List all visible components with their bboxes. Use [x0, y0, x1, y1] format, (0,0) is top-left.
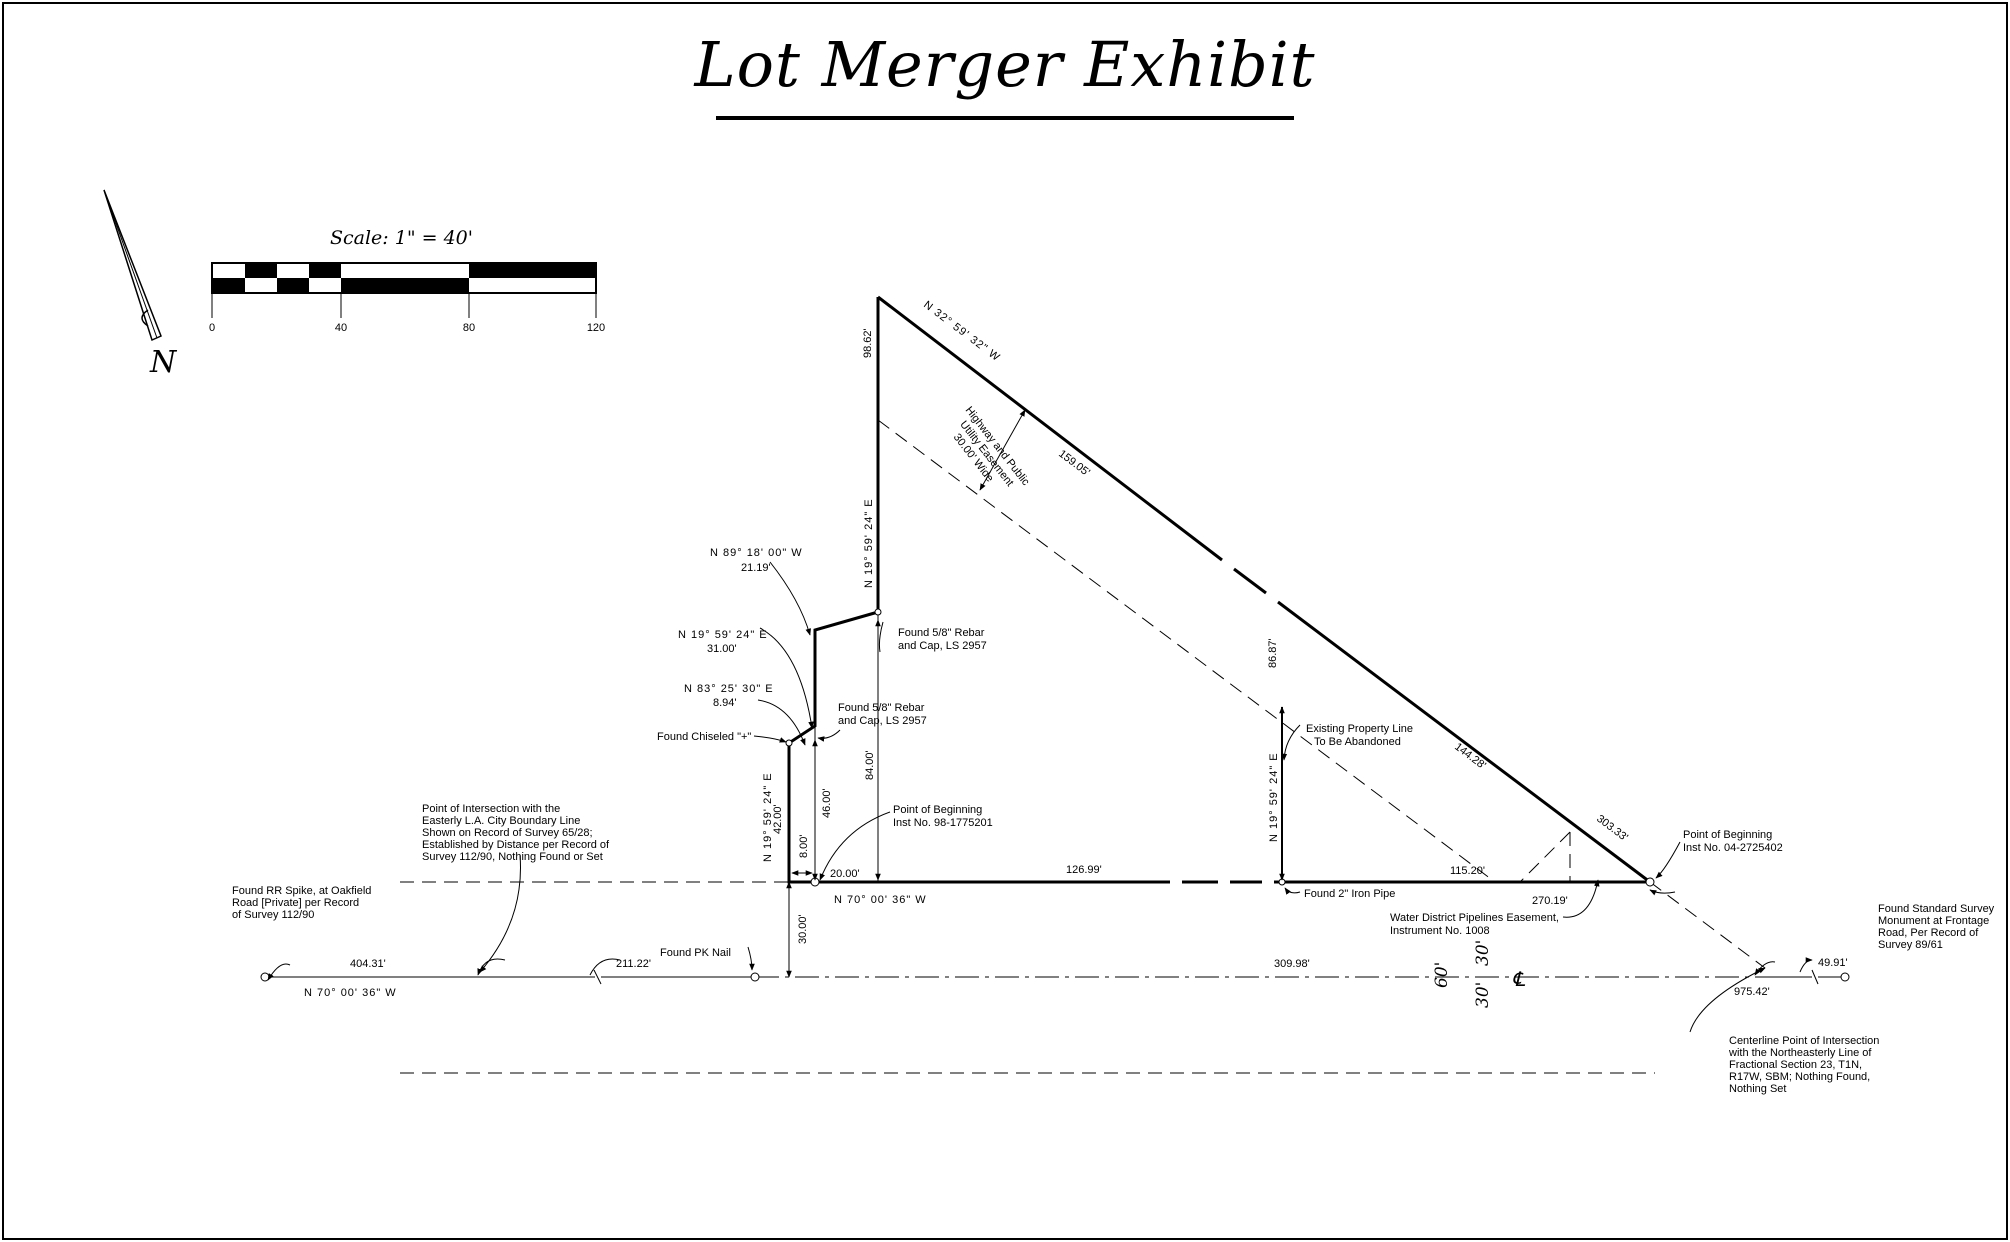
- bearing-n70-road: N 70° 00' 36" W: [304, 987, 397, 999]
- svg-text:Inst No. 98-1775201: Inst No. 98-1775201: [893, 817, 993, 829]
- svg-text:Point of Intersection with the: Point of Intersection with the: [422, 803, 560, 815]
- scale-bar: Scale: 1" = 40' 0 40 80 120: [209, 227, 605, 334]
- dist-46-00: 46.00': [821, 788, 833, 818]
- scale-tick-120: 120: [587, 322, 605, 334]
- svg-text:Fractional Section 23, T1N,: Fractional Section 23, T1N,: [1729, 1059, 1862, 1071]
- svg-text:To Be Abandoned: To Be Abandoned: [1314, 736, 1401, 748]
- survey-points: [260, 608, 1850, 982]
- dist-98-62: 98.62': [862, 328, 874, 358]
- svg-text:Point of Beginning: Point of Beginning: [1683, 829, 1772, 841]
- svg-text:and Cap, LS 2957: and Cap, LS 2957: [898, 640, 987, 652]
- bearing-n89: N 89° 18' 00" W: [710, 547, 803, 559]
- note-chiseled: Found Chiseled "+": [657, 731, 751, 743]
- dist-270-19: 270.19': [1532, 895, 1568, 907]
- note-existing-line: Existing Property Line To Be Abandoned: [1306, 723, 1413, 748]
- svg-text:Found RR Spike, at Oakfield: Found RR Spike, at Oakfield: [232, 885, 371, 897]
- road-half-30-south: 30': [1473, 982, 1493, 1008]
- dist-30-00: 30.00': [797, 914, 809, 944]
- north-label: N: [149, 345, 178, 380]
- svg-text:Found 5/8" Rebar: Found 5/8" Rebar: [898, 627, 985, 639]
- road-centerline: [265, 882, 1845, 985]
- dist-975-42: 975.42': [1734, 986, 1770, 998]
- bearing-n70-lot: N 70° 00' 36" W: [834, 894, 927, 906]
- svg-text:Inst No. 04-2725402: Inst No. 04-2725402: [1683, 842, 1783, 854]
- note-iron-pipe: Found 2" Iron Pipe: [1304, 888, 1395, 900]
- svg-text:Point of Beginning: Point of Beginning: [893, 804, 982, 816]
- svg-text:of Survey 112/90: of Survey 112/90: [232, 909, 314, 921]
- svg-text:and Cap, LS 2957: and Cap, LS 2957: [838, 715, 927, 727]
- note-intersection: Point of Intersection with the Easterly …: [422, 803, 610, 863]
- dist-21-19: 21.19': [741, 562, 771, 574]
- page-title: Lot Merger Exhibit: [694, 28, 1316, 101]
- scale-tick-40: 40: [335, 322, 347, 334]
- svg-text:Easterly L.A. City Boundary Li: Easterly L.A. City Boundary Line: [422, 815, 580, 827]
- leader-lines: [479, 561, 1766, 1033]
- note-rebar-lower: Found 5/8" Rebar and Cap, LS 2957: [838, 702, 927, 727]
- note-pob-right: Point of Beginning Inst No. 04-2725402: [1683, 829, 1783, 854]
- dist-49-91: 49.91': [1818, 957, 1848, 969]
- dist-86-87: 86.87': [1267, 638, 1279, 668]
- bearing-n19-mid: N 19° 59' 24" E: [678, 629, 768, 641]
- svg-text:Instrument No. 1008: Instrument No. 1008: [1390, 925, 1490, 937]
- dimension-arrows: [267, 409, 1813, 981]
- bearing-n83: N 83° 25' 30" E: [684, 683, 774, 695]
- svg-text:Nothing Set: Nothing Set: [1729, 1083, 1786, 1095]
- bearing-n19-vertical: N 19° 59' 24" E: [863, 498, 875, 588]
- note-rr-spike: Found RR Spike, at Oakfield Road [Privat…: [232, 885, 371, 921]
- svg-text:Found Standard Survey: Found Standard Survey: [1878, 903, 1995, 915]
- svg-text:Existing Property Line: Existing Property Line: [1306, 723, 1413, 735]
- svg-text:Road, Per Record of: Road, Per Record of: [1878, 927, 1979, 939]
- svg-text:Road [Private] per Record: Road [Private] per Record: [232, 897, 359, 909]
- road-width-60: 60': [1432, 962, 1452, 988]
- north-arrow-icon: N: [103, 189, 178, 380]
- svg-text:Survey 112/90, Nothing Found o: Survey 112/90, Nothing Found or Set: [422, 851, 603, 863]
- bearing-n19-left: N 19° 59' 24" E: [762, 772, 774, 862]
- dist-42-00: 42.00': [772, 804, 784, 834]
- scale-tick-0: 0: [209, 322, 215, 334]
- svg-text:Centerline Point of Intersecti: Centerline Point of Intersection: [1729, 1035, 1879, 1047]
- scale-label: Scale: 1" = 40': [330, 227, 473, 249]
- note-pk-nail: Found PK Nail: [660, 947, 731, 959]
- centerline-symbol: ℄: [1512, 967, 1526, 991]
- easement-note: Highway and Public Utility Easement 30.0…: [951, 404, 1032, 488]
- note-water-easement: Water District Pipelines Easement, Instr…: [1390, 912, 1559, 937]
- svg-text:Found 5/8" Rebar: Found 5/8" Rebar: [838, 702, 925, 714]
- title-underline: [716, 116, 1294, 120]
- svg-text:Water District Pipelines Easem: Water District Pipelines Easement,: [1390, 912, 1559, 924]
- dist-84-00: 84.00': [864, 750, 876, 780]
- dist-303-33: 303.33': [1594, 813, 1630, 844]
- scale-tick-80: 80: [463, 322, 475, 334]
- note-rebar-upper: Found 5/8" Rebar and Cap, LS 2957: [898, 627, 987, 652]
- dist-115-20: 115.20': [1450, 865, 1485, 877]
- svg-text:R17W, SBM; Nothing Found,: R17W, SBM; Nothing Found,: [1729, 1071, 1870, 1083]
- dist-159-05: 159.05': [1056, 448, 1092, 479]
- dist-20-00: 20.00': [830, 868, 860, 880]
- svg-text:Established by Distance per Re: Established by Distance per Record of: [422, 839, 610, 851]
- note-pob-left: Point of Beginning Inst No. 98-1775201: [893, 804, 993, 829]
- dist-404-31: 404.31': [350, 958, 386, 970]
- dist-309-98: 309.98': [1274, 958, 1310, 970]
- dist-8-00: 8.00': [798, 834, 810, 858]
- svg-text:with the Northeasterly Line of: with the Northeasterly Line of: [1728, 1047, 1872, 1059]
- svg-text:Monument at Frontage: Monument at Frontage: [1878, 915, 1989, 927]
- dashed-lines: [400, 419, 1766, 1074]
- dist-126-99: 126.99': [1066, 864, 1102, 876]
- road-half-30-north: 30': [1473, 940, 1493, 966]
- note-monument: Found Standard Survey Monument at Fronta…: [1878, 903, 1995, 951]
- bearing-n32: N 32° 59' 32" W: [921, 299, 1002, 364]
- svg-text:Survey 89/61: Survey 89/61: [1878, 939, 1943, 951]
- note-centerline: Centerline Point of Intersection with th…: [1728, 1035, 1879, 1095]
- lot-boundary: [787, 295, 1651, 884]
- bearing-n19-right: N 19° 59' 24" E: [1268, 752, 1280, 842]
- dist-31-00: 31.00': [707, 643, 737, 655]
- dist-211-22: 211.22': [616, 958, 651, 970]
- svg-text:Shown on Record of Survey 65/2: Shown on Record of Survey 65/28;: [422, 827, 593, 839]
- dist-8-94: 8.94': [713, 697, 737, 709]
